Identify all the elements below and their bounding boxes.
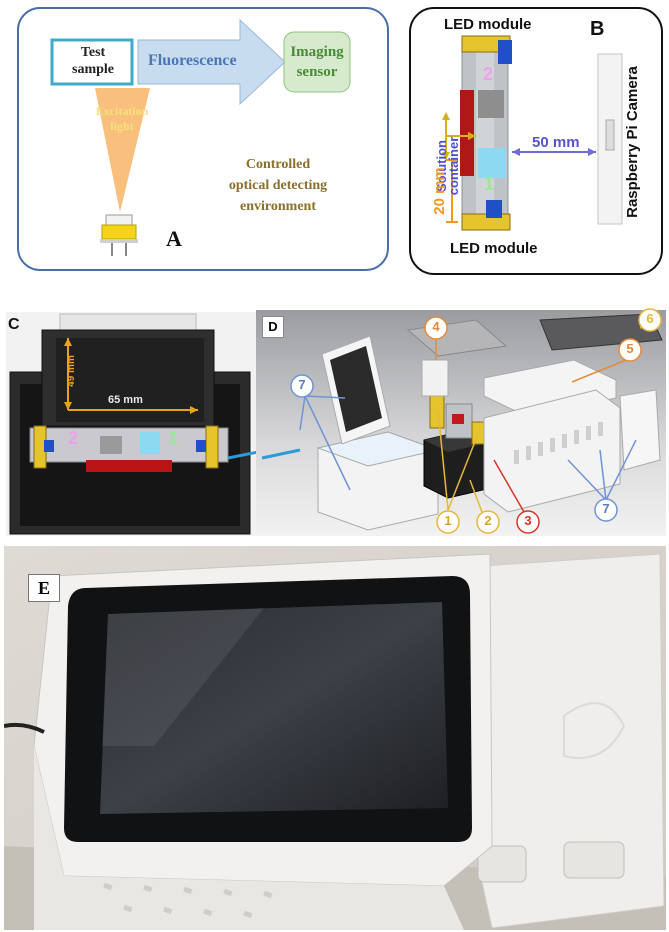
fluorescence-arrow <box>137 18 286 106</box>
panel-c-letter: C <box>8 316 20 333</box>
callout-7-right: 7 <box>602 501 610 516</box>
imaging-sensor-box <box>283 31 351 93</box>
fluorescence-label: Fluorescence <box>148 52 237 69</box>
panel-c-slot-2: 2 <box>68 428 79 448</box>
panel-c-red-container <box>86 460 172 472</box>
panel-a-letter: A <box>166 226 182 251</box>
test-sample-box <box>50 38 134 86</box>
camera-label: Raspberry Pi Camera <box>624 66 641 218</box>
panel-a-diagram <box>17 7 389 271</box>
dim-65-label: 65 mm <box>108 394 143 406</box>
callout-2: 2 <box>484 513 492 528</box>
panel-e-letter: E <box>28 574 60 602</box>
panel-c-slot-1: 1 <box>168 428 179 448</box>
excitation-beam <box>95 88 150 212</box>
panel-c-diagram <box>6 312 260 536</box>
callout-3: 3 <box>524 513 532 528</box>
led-module-bottom <box>461 200 511 231</box>
slot-2-label: 2 <box>483 64 494 84</box>
panel-b-letter: B <box>590 18 605 40</box>
led-icon <box>100 214 138 256</box>
callout-5: 5 <box>626 341 634 356</box>
led-module-top <box>461 35 512 64</box>
led-module-top-label: LED module <box>444 16 532 33</box>
panel-e-device-photo <box>4 546 666 930</box>
panel-b-diagram <box>409 7 663 275</box>
touchscreen <box>100 602 448 814</box>
panel-d-letter: D <box>262 316 284 338</box>
callout-4: 4 <box>432 319 440 334</box>
dim-20-label: 20 mm <box>431 167 448 215</box>
dim-50-label: 50 mm <box>532 134 580 151</box>
callout-7-left: 7 <box>298 377 306 392</box>
slot-1-label: 1 <box>484 174 495 194</box>
callout-1: 1 <box>444 513 452 528</box>
callout-6: 6 <box>646 311 654 326</box>
panel-d-diagram <box>256 308 666 536</box>
solution-container-red <box>460 90 474 176</box>
led-module-bottom-label: LED module <box>450 240 538 257</box>
